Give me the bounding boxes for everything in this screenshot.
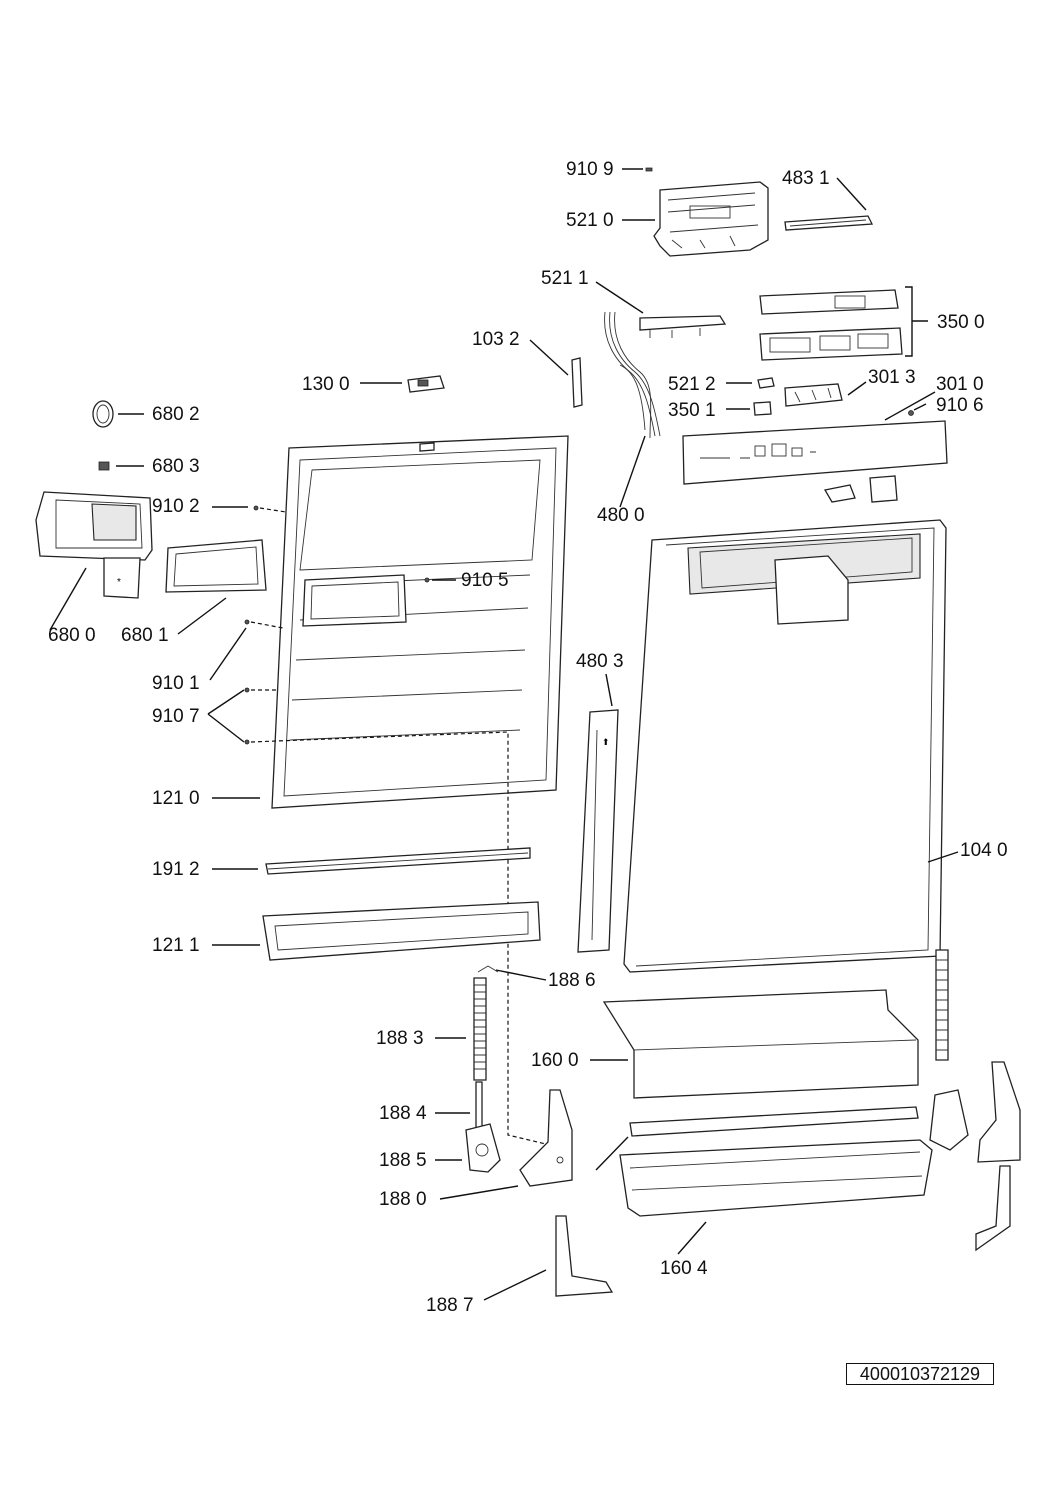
part-130-0-door-lock[interactable]: [407, 375, 445, 393]
part-right-hinge-plate[interactable]: [977, 1061, 1021, 1163]
label-680-1: 680 1: [121, 625, 169, 646]
label-910-9: 910 9: [566, 159, 614, 180]
label-910-6: 910 6: [936, 395, 984, 416]
label-188-0: 188 0: [379, 1189, 427, 1210]
label-483-1: 483 1: [782, 168, 830, 189]
label-680-0: 680 0: [48, 625, 96, 646]
label-103-2: 103 2: [472, 329, 520, 350]
label-680-3: 680 3: [152, 456, 200, 477]
part-188-6-hook[interactable]: [477, 965, 499, 973]
label-910-7: 910 7: [152, 706, 200, 727]
part-521-1-connector[interactable]: [639, 315, 727, 338]
part-350-0-control-boards[interactable]: [759, 289, 903, 361]
label-521-0: 521 0: [566, 210, 614, 231]
part-910-1-screw[interactable]: [244, 619, 250, 625]
part-480-3-cable-channel[interactable]: ⬆: [577, 709, 619, 953]
label-188-3: 188 3: [376, 1028, 424, 1049]
part-188-7-foot-bracket[interactable]: [555, 1215, 614, 1297]
label-301-0: 301 0: [936, 374, 984, 395]
label-160-4: 160 4: [660, 1258, 708, 1279]
label-188-4: 188 4: [379, 1103, 427, 1124]
label-301-3: 301 3: [868, 367, 916, 388]
svg-text:*: *: [117, 577, 121, 588]
part-521-2-small-part[interactable]: [757, 377, 775, 389]
label-480-0: 480 0: [597, 505, 645, 526]
part-910-9-screw[interactable]: [645, 167, 653, 172]
part-680-0-dispenser[interactable]: *: [35, 491, 153, 599]
part-right-spring[interactable]: [929, 949, 969, 1151]
part-480-0-wiring-harness[interactable]: [604, 311, 661, 439]
part-121-1-frame[interactable]: [262, 901, 541, 961]
part-910-7-screw[interactable]: [244, 687, 250, 745]
part-350-1-small-board[interactable]: [753, 401, 772, 416]
part-910-6-screw[interactable]: [908, 410, 914, 416]
part-680-1-seal[interactable]: [165, 539, 267, 593]
part-680-3-clip[interactable]: [98, 461, 110, 471]
label-121-1: 121 1: [152, 935, 200, 956]
part-191-2-strip[interactable]: [265, 847, 531, 875]
label-188-6: 188 6: [548, 970, 596, 991]
part-121-0-inner-door[interactable]: [271, 435, 569, 809]
part-188-5-hinge[interactable]: [465, 1123, 501, 1173]
label-104-0: 104 0: [960, 840, 1008, 861]
label-130-0: 130 0: [302, 374, 350, 395]
svg-text:⬆: ⬆: [602, 737, 610, 747]
label-160-0: 160 0: [531, 1050, 579, 1071]
part-188-3-spring[interactable]: [473, 977, 487, 1081]
part-301-3-keypad[interactable]: [784, 383, 843, 407]
part-188-4-rod[interactable]: [475, 1081, 483, 1131]
label-121-0: 121 0: [152, 788, 200, 809]
part-right-foot[interactable]: [975, 1165, 1011, 1252]
label-680-2: 680 2: [152, 404, 200, 425]
part-160-4-kickplate[interactable]: [619, 1106, 933, 1217]
label-480-3: 480 3: [576, 651, 624, 672]
part-521-0-module-housing[interactable]: [653, 181, 769, 257]
label-191-2: 191 2: [152, 859, 200, 880]
label-521-2: 521 2: [668, 374, 716, 395]
part-188-0-hinge-plate[interactable]: [519, 1089, 573, 1187]
part-160-0-panel[interactable]: [602, 989, 919, 1099]
document-number: 400010372129: [846, 1363, 994, 1385]
part-483-1-cable[interactable]: [784, 215, 874, 231]
label-188-7: 188 7: [426, 1295, 474, 1316]
label-188-5: 188 5: [379, 1150, 427, 1171]
part-910-2-screw[interactable]: [253, 505, 259, 511]
part-301-0-control-panel[interactable]: [682, 420, 948, 503]
label-910-5: 910 5: [461, 570, 509, 591]
label-910-1: 910 1: [152, 673, 200, 694]
part-680-2-ring[interactable]: [92, 400, 114, 428]
label-350-1: 350 1: [668, 400, 716, 421]
label-521-1: 521 1: [541, 268, 589, 289]
part-103-2-bracket[interactable]: [571, 357, 583, 408]
label-910-2: 910 2: [152, 496, 200, 517]
leader-lines: [49, 168, 959, 1301]
part-104-0-outer-door[interactable]: [623, 519, 947, 973]
part-910-5-screw[interactable]: [424, 577, 430, 583]
label-350-0: 350 0: [937, 312, 985, 333]
